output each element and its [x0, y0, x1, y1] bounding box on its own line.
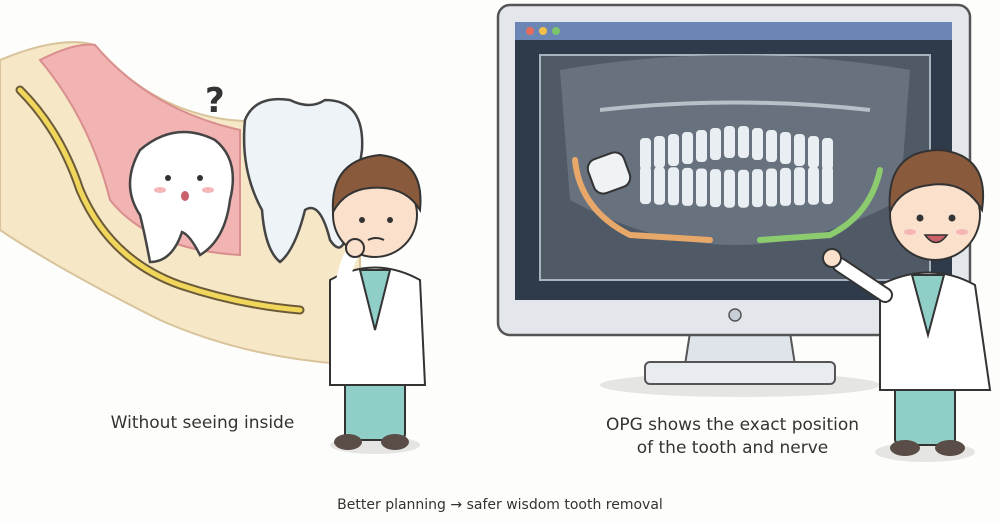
- xray-upper-tooth: [724, 126, 735, 158]
- xray-upper-tooth: [682, 132, 693, 164]
- xray-lower-tooth: [696, 168, 707, 207]
- monitor: [496, 3, 972, 397]
- xray-upper-tooth: [808, 136, 819, 168]
- xray-upper-tooth: [738, 126, 749, 158]
- xray-lower-tooth: [738, 169, 749, 208]
- caption-opg-line-2: of the tooth and nerve: [636, 438, 829, 458]
- window-title-bar: [515, 22, 952, 40]
- xray-upper-tooth: [780, 132, 791, 164]
- xray-upper-tooth: [640, 138, 651, 170]
- xray-upper-tooth: [668, 134, 679, 166]
- xray-lower-tooth: [794, 167, 805, 206]
- caption-opg-shows: OPG shows the exact position of the toot…: [590, 414, 875, 460]
- caption-better-planning: Better planning → safer wisdom tooth rem…: [337, 497, 663, 513]
- xray-upper-tooth: [752, 128, 763, 160]
- xray-lower-tooth: [780, 167, 791, 206]
- xray-lower-tooth: [766, 168, 777, 207]
- xray-lower-tooth: [822, 166, 833, 205]
- xray-upper-tooth: [654, 136, 665, 168]
- xray-lower-tooth: [808, 166, 819, 205]
- xray-upper-tooth: [696, 130, 707, 162]
- xray-lower-tooth: [752, 169, 763, 208]
- caption-without-seeing-inside: Without seeing inside: [110, 413, 295, 433]
- xray-upper-tooth: [710, 128, 721, 160]
- xray-lower-tooth: [654, 166, 665, 205]
- xray-lower-tooth: [724, 169, 735, 208]
- xray-lower-tooth: [682, 167, 693, 206]
- xray-upper-tooth: [766, 130, 777, 162]
- xray-lower-tooth: [640, 166, 651, 205]
- doctor-thinking: [329, 153, 427, 454]
- impacted-wisdom-tooth: [128, 130, 235, 264]
- xray-upper-tooth: [794, 134, 805, 166]
- doctor-pointing: [822, 148, 992, 462]
- xray-upper-tooth: [822, 138, 833, 170]
- caption-opg-line-1: OPG shows the exact position: [605, 415, 860, 435]
- xray-lower-tooth: [710, 169, 721, 208]
- question-mark: ?: [205, 81, 225, 121]
- xray-lower-tooth: [668, 167, 679, 206]
